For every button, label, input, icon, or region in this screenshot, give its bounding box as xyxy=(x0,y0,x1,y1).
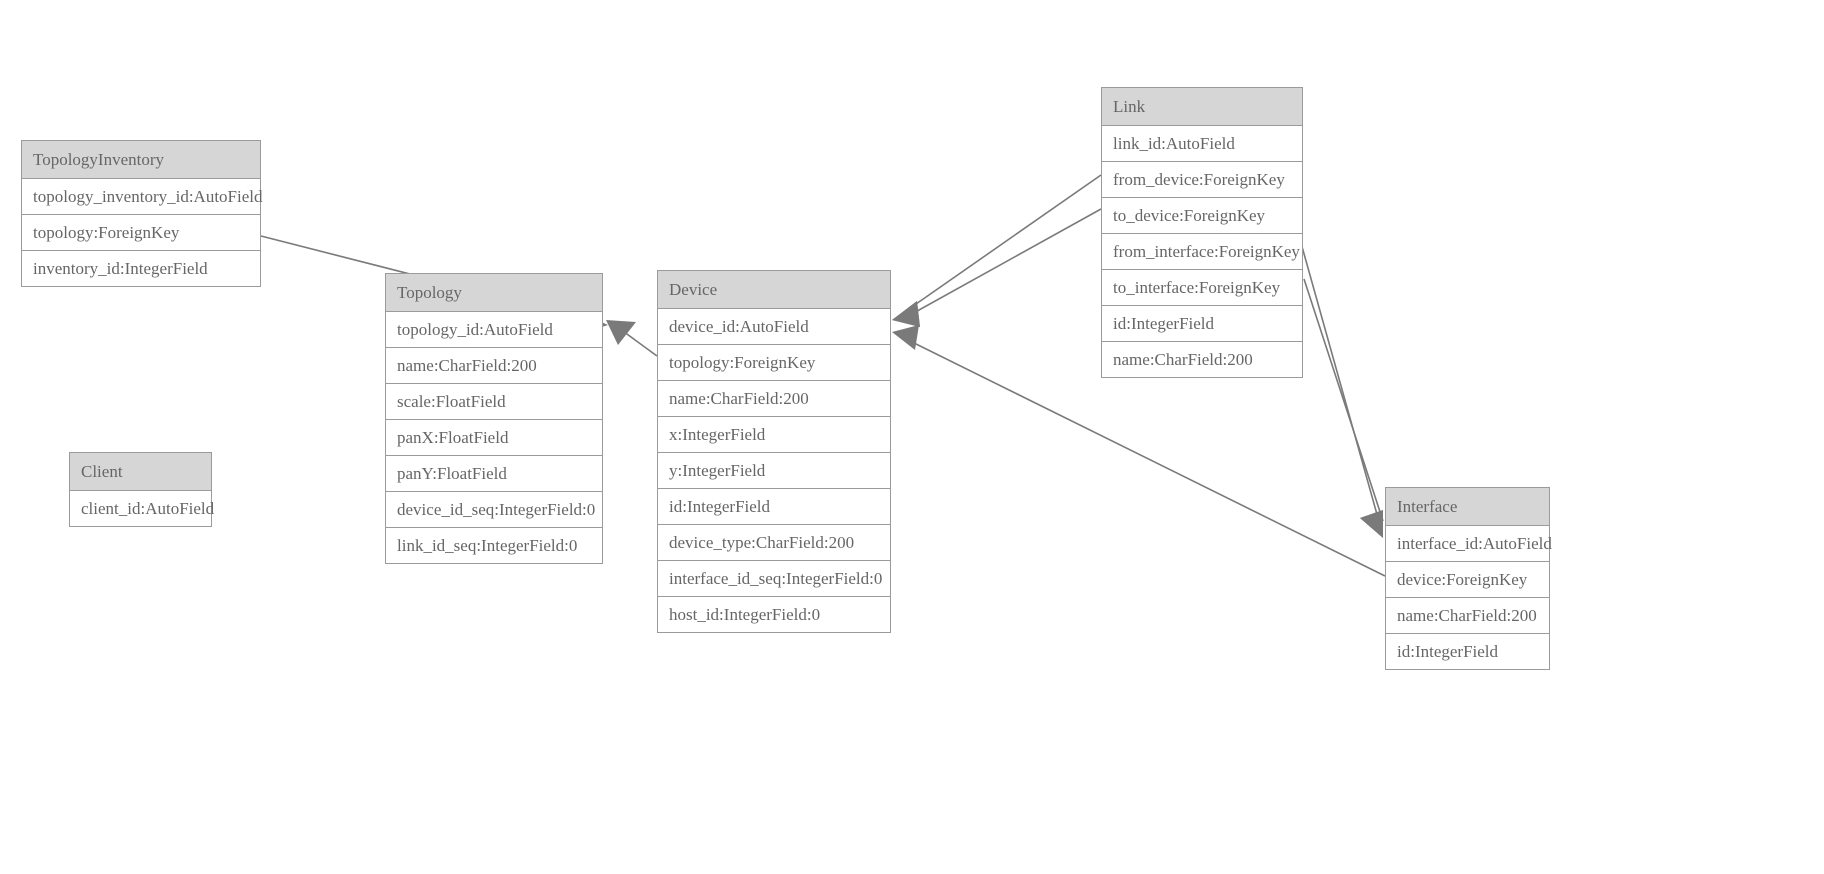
edge-link-to-device xyxy=(892,208,1102,327)
field-row: panY:FloatField xyxy=(386,456,602,492)
field-row: to_interface:ForeignKey xyxy=(1102,270,1302,306)
field-row: id:IntegerField xyxy=(1102,306,1302,342)
field-row: x:IntegerField xyxy=(658,417,890,453)
field-row: link_id:AutoField xyxy=(1102,126,1302,162)
field-row: y:IntegerField xyxy=(658,453,890,489)
field-row: interface_id_seq:IntegerField:0 xyxy=(658,561,890,597)
edge-link-to-interface xyxy=(1303,278,1384,538)
field-row: panX:FloatField xyxy=(386,420,602,456)
field-row: topology:ForeignKey xyxy=(658,345,890,381)
field-row: from_device:ForeignKey xyxy=(1102,162,1302,198)
field-row: name:CharField:200 xyxy=(1386,598,1549,634)
field-row: topology:ForeignKey xyxy=(22,215,260,251)
field-row: device:ForeignKey xyxy=(1386,562,1549,598)
field-row: name:CharField:200 xyxy=(1102,342,1302,377)
field-row: name:CharField:200 xyxy=(386,348,602,384)
edge-device-topology xyxy=(606,320,658,357)
entity-title-device: Device xyxy=(658,271,890,309)
field-row: device_id:AutoField xyxy=(658,309,890,345)
field-row: from_interface:ForeignKey xyxy=(1102,234,1302,270)
entity-title-topology-inventory: TopologyInventory xyxy=(22,141,260,179)
field-row: client_id:AutoField xyxy=(70,491,214,526)
field-row: to_device:ForeignKey xyxy=(1102,198,1302,234)
field-row: topology_inventory_id:AutoField xyxy=(22,179,263,215)
field-row: link_id_seq:IntegerField:0 xyxy=(386,528,602,563)
edge-link-from-device xyxy=(892,174,1102,327)
entity-client[interactable]: Client client_id:AutoField xyxy=(69,452,214,527)
field-row: id:IntegerField xyxy=(1386,634,1549,669)
field-row: device_id_seq:IntegerField:0 xyxy=(386,492,602,528)
entity-link[interactable]: Link link_id:AutoField from_device:Forei… xyxy=(1101,87,1303,378)
entity-topology-inventory[interactable]: TopologyInventory topology_inventory_id:… xyxy=(21,140,263,287)
field-row: device_type:CharField:200 xyxy=(658,525,890,561)
field-row: interface_id:AutoField xyxy=(1386,526,1552,562)
field-row: topology_id:AutoField xyxy=(386,312,602,348)
field-row: host_id:IntegerField:0 xyxy=(658,597,890,632)
entity-title-link: Link xyxy=(1102,88,1302,126)
entity-topology[interactable]: Topology topology_id:AutoField name:Char… xyxy=(385,273,603,564)
entity-title-interface: Interface xyxy=(1386,488,1549,526)
field-row: scale:FloatField xyxy=(386,384,602,420)
entity-title-client: Client xyxy=(70,453,211,491)
field-row: inventory_id:IntegerField xyxy=(22,251,260,286)
edge-link-from-interface xyxy=(1300,242,1383,538)
field-row: id:IntegerField xyxy=(658,489,890,525)
entity-device[interactable]: Device device_id:AutoField topology:Fore… xyxy=(657,270,891,633)
field-row: name:CharField:200 xyxy=(658,381,890,417)
entity-title-topology: Topology xyxy=(386,274,602,312)
entity-interface[interactable]: Interface interface_id:AutoField device:… xyxy=(1385,487,1552,670)
